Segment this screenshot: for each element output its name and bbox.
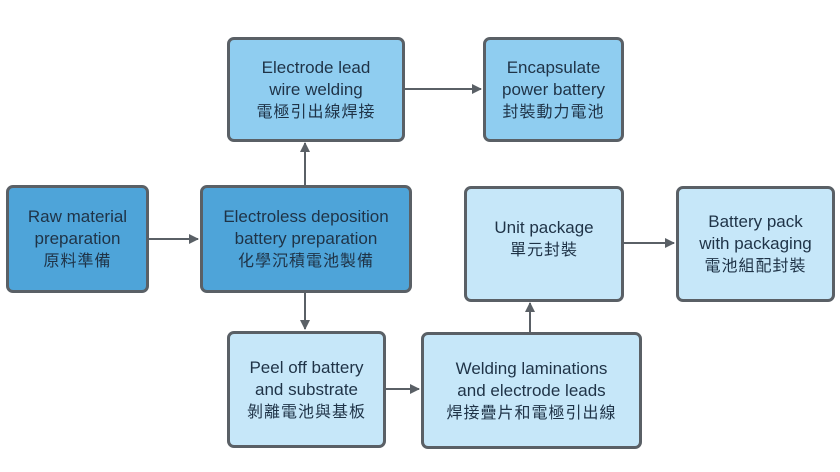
node-label-en-2: battery preparation [234, 229, 378, 248]
node-encapsulate-power-battery: Encapsulate power battery 封裝動力電池 [483, 37, 624, 142]
node-unit-package: Unit package 單元封裝 [464, 186, 624, 302]
node-raw-material-preparation: Raw material preparation 原料準備 [6, 185, 149, 293]
node-label-en-1: Unit package [494, 218, 594, 237]
node-label-en-2: wire welding [269, 79, 363, 99]
node-electroless-deposition: Electroless deposition battery preparati… [200, 185, 412, 293]
node-label-zh: 電極引出線焊接 [256, 101, 376, 121]
node-label-en-1: Encapsulate [506, 57, 601, 77]
node-label-en-1: Raw material [27, 207, 128, 226]
node-label-zh: 單元封裝 [509, 240, 578, 259]
node-peel-off-battery: Peel off battery and substrate 剝離電池與基板 [227, 331, 386, 448]
node-welding-laminations: Welding laminations and electrode leads … [421, 332, 642, 449]
node-label-en-2: preparation [34, 229, 121, 248]
node-label-zh: 電池組配封裝 [704, 256, 807, 275]
node-label-zh: 化學沉積電池製備 [237, 251, 374, 270]
node-label-zh: 焊接疊片和電極引出線 [446, 402, 617, 422]
node-label-en-1: Peel off battery [249, 357, 364, 377]
node-label-en-2: and electrode leads [457, 380, 606, 400]
node-battery-pack-with-packaging: Battery pack with packaging 電池組配封裝 [676, 186, 835, 302]
node-electrode-lead-wire-welding: Electrode lead wire welding 電極引出線焊接 [227, 37, 405, 142]
node-label-zh: 剝離電池與基板 [246, 401, 366, 421]
node-label-en-1: Welding laminations [455, 358, 608, 378]
node-label-en-2: and substrate [254, 379, 358, 399]
node-label-en-2: power battery [502, 79, 605, 99]
node-label-en-1: Electrode lead [261, 57, 371, 77]
node-label-en-2: with packaging [699, 234, 812, 253]
node-label-zh: 原料準備 [43, 251, 112, 270]
node-label-zh: 封裝動力電池 [502, 101, 605, 121]
node-label-en-1: Battery pack [708, 212, 803, 231]
node-label-en-1: Electroless deposition [223, 207, 389, 226]
